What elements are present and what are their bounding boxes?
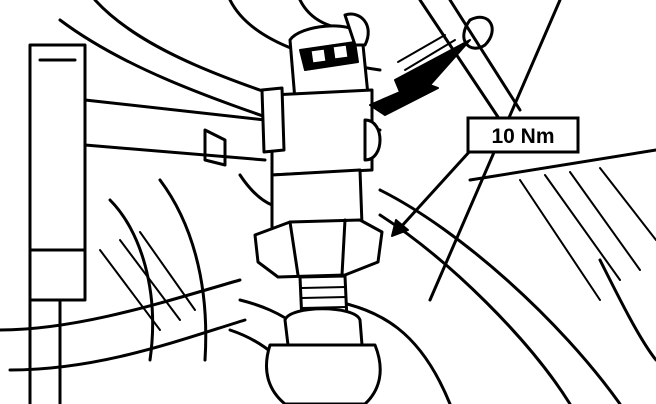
connector-icon [288, 12, 370, 102]
torque-label: 10 Nm [491, 125, 554, 148]
callout-leader [391, 138, 482, 237]
torque-callout: 10 Nm [466, 116, 580, 154]
torque-callout-box [466, 116, 580, 154]
arrow-icon [369, 34, 471, 116]
sensor-icon [238, 12, 384, 404]
hex-nut-icon [253, 218, 384, 279]
